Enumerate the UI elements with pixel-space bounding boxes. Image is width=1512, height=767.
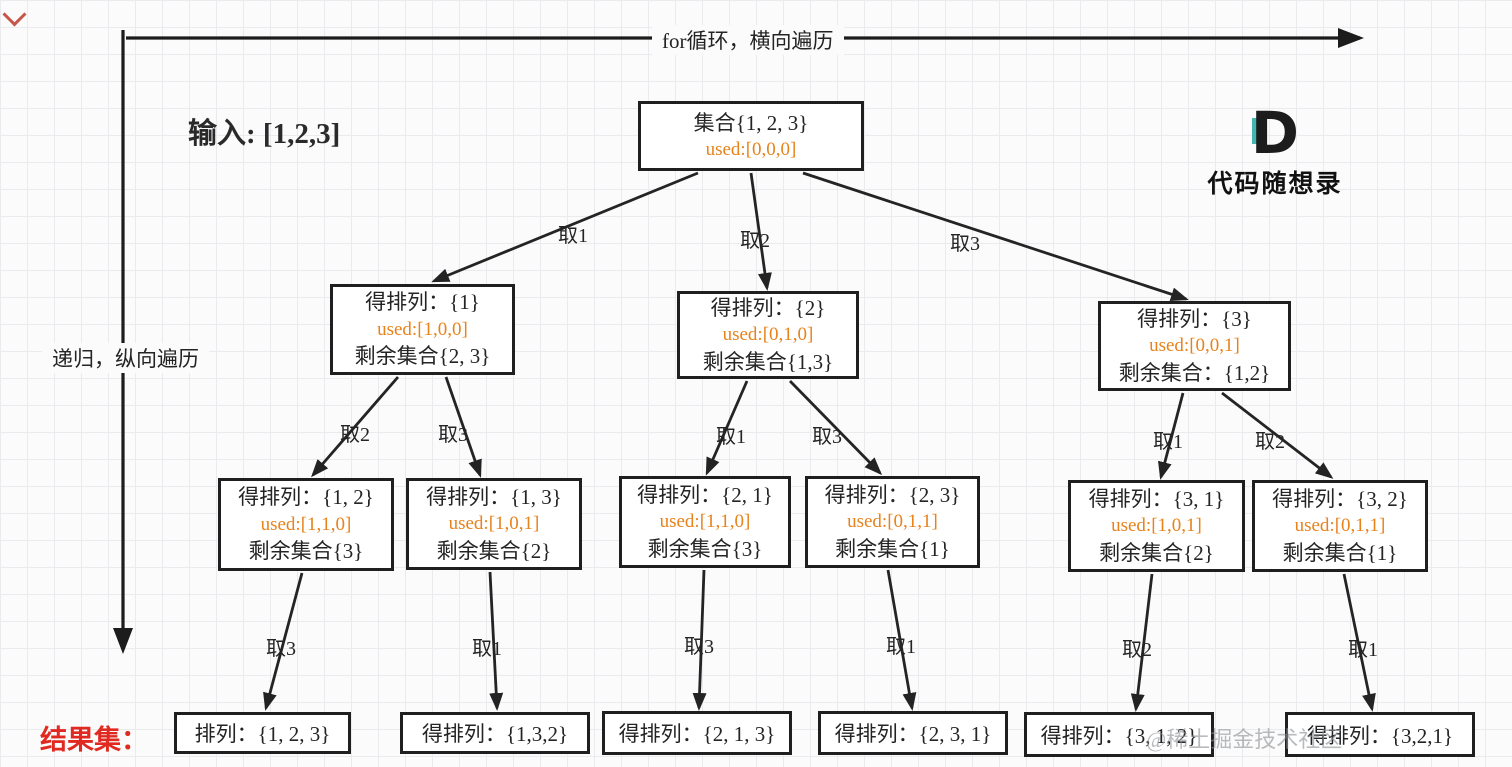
- corner-pen-mark: [2, 2, 27, 27]
- watermark-text: @稀土掘金技术社区: [1146, 727, 1343, 752]
- logo-d-icon: D: [1250, 99, 1300, 167]
- tree-node-l2-1: 得排列：{1} used:[1,0,0] 剩余集合{2, 3}: [330, 284, 515, 375]
- node-remaining-text: 剩余集合{1,3}: [702, 349, 834, 374]
- node-remaining-text: 剩余集合{1}: [1282, 540, 1398, 565]
- edge-label-take: 取1: [1153, 431, 1183, 453]
- node-permutation-text: 得排列：{1, 3}: [426, 484, 562, 509]
- node-remaining-text: 剩余集合{2, 3}: [354, 344, 491, 369]
- node-used-text: used:[0,1,1]: [847, 511, 938, 533]
- tree-node-l3-1: 得排列：{1, 2} used:[1,1,0] 剩余集合{3}: [218, 478, 394, 571]
- edge-label-take: 取3: [266, 638, 296, 660]
- node-used-text: used:[1,0,0]: [377, 318, 468, 340]
- node-permutation-text: 得排列：{3}: [1137, 306, 1252, 331]
- node-remaining-text: 剩余集合{1}: [835, 536, 950, 561]
- node-permutation-text: 得排列：{1}: [365, 290, 480, 315]
- node-used-text: used:[1,1,0]: [659, 511, 751, 533]
- logo-name: 代码随想录: [1207, 171, 1343, 198]
- node-permutation-text: 得排列：{3, 2}: [1272, 486, 1408, 511]
- tree-node-l3-6: 得排列：{3, 2} used:[0,1,1] 剩余集合{1}: [1252, 480, 1428, 572]
- logo-teal-block: [1251, 118, 1267, 144]
- tree-node-l3-5: 得排列：{3, 1} used:[1,0,1] 剩余集合{2}: [1068, 480, 1245, 572]
- node-remaining-text: 剩余集合{3}: [647, 536, 763, 561]
- edge-label-take: 取3: [684, 636, 714, 658]
- edge-label-take: 取1: [558, 225, 588, 247]
- result-box-4: 得排列：{2, 3, 1}: [818, 711, 1008, 755]
- for-loop-axis-label: for循环，横向遍历: [652, 25, 844, 55]
- result-box-1: 排列：{1, 2, 3}: [174, 712, 351, 754]
- results-label: 结果集：: [40, 725, 148, 755]
- result-box-5: 得排列：{3, 1, 2}: [1024, 712, 1214, 757]
- node-remaining-text: 剩余集合：{1,2}: [1118, 360, 1271, 385]
- node-remaining-text: 剩余集合{2}: [1099, 540, 1214, 565]
- node-permutation-text: 得排列：{2}: [710, 295, 826, 320]
- edge-label-take: 取1: [472, 638, 502, 660]
- node-used-text: used:[1,1,0]: [260, 513, 352, 535]
- node-permutation-text: 得排列：{1, 2}: [238, 485, 374, 510]
- logo: D 代码随想录: [1200, 104, 1350, 200]
- node-used-text: used:[0,0,1]: [1149, 335, 1240, 357]
- edge-label-take: 取3: [438, 424, 468, 446]
- node-used-text: used:[0,1,1]: [1294, 515, 1386, 537]
- root-used-text: used:[0,0,0]: [705, 139, 797, 161]
- edge-label-take: 取2: [1122, 639, 1152, 661]
- edge-label-take: 取2: [340, 424, 370, 446]
- tree-node-l2-2: 得排列：{2} used:[0,1,0] 剩余集合{1,3}: [677, 291, 859, 379]
- edge-label-take: 取3: [812, 426, 842, 448]
- node-permutation-text: 得排列：{2, 1}: [637, 482, 773, 507]
- root-set-text: 集合{1, 2, 3}: [693, 111, 809, 135]
- tree-node-l2-3: 得排列：{3} used:[0,0,1] 剩余集合：{1,2}: [1098, 301, 1291, 391]
- edge-label-take: 取2: [1255, 431, 1285, 453]
- tree-node-l3-4: 得排列：{2, 3} used:[0,1,1] 剩余集合{1}: [805, 476, 980, 568]
- result-box-2: 得排列：{1,3,2}: [400, 712, 590, 754]
- edge-label-take: 取3: [950, 233, 980, 255]
- node-used-text: used:[1,0,1]: [1111, 515, 1202, 537]
- result-box-3: 得排列：{2, 1, 3}: [602, 711, 792, 755]
- edge-label-take: 取2: [740, 230, 770, 252]
- input-label: 输入: [1,2,3]: [188, 118, 341, 150]
- node-remaining-text: 剩余集合{2}: [436, 538, 552, 563]
- result-box-6: 得排列：{3,2,1}: [1285, 712, 1475, 757]
- node-used-text: used:[1,0,1]: [448, 513, 540, 535]
- tree-node-l3-3: 得排列：{2, 1} used:[1,1,0] 剩余集合{3}: [619, 476, 791, 568]
- node-used-text: used:[0,1,0]: [722, 324, 814, 346]
- recursion-axis-label: 递归，纵向遍历: [42, 343, 209, 373]
- node-remaining-text: 剩余集合{3}: [248, 539, 364, 564]
- edge-label-take: 取1: [1348, 639, 1378, 661]
- edge-label-take: 取1: [886, 636, 916, 658]
- node-permutation-text: 得排列：{2, 3}: [824, 482, 961, 507]
- edge-label-take: 取1: [716, 426, 746, 448]
- tree-node-l3-2: 得排列：{1, 3} used:[1,0,1] 剩余集合{2}: [406, 478, 582, 570]
- node-permutation-text: 得排列：{3, 1}: [1088, 486, 1225, 511]
- tree-node-root: 集合{1, 2, 3} used:[0,0,0]: [638, 101, 864, 171]
